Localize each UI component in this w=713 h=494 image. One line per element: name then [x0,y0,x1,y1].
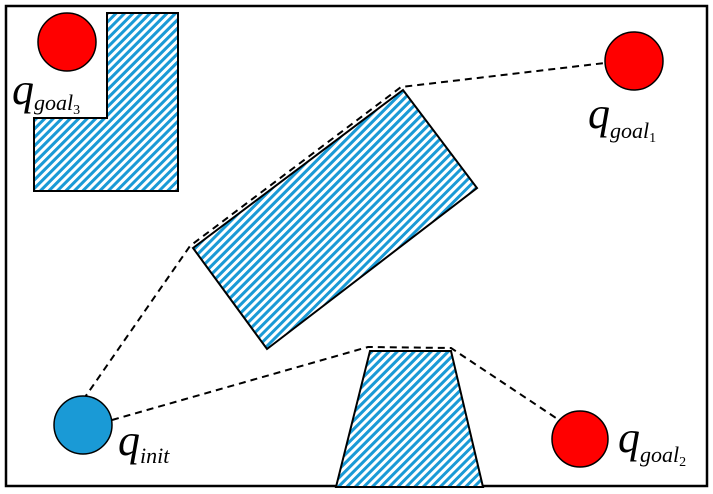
label-init: qinit [118,416,170,468]
init-circle [53,395,113,455]
obstacle-rotated-rectangle [191,88,479,351]
goal2-circle [551,410,609,468]
label-goal3: qgoal3 [12,65,80,118]
path-to-goal2 [111,345,557,421]
label-goal1: qgoal1 [588,89,656,146]
label-goal2: qgoal2 [618,413,686,470]
path-to-goal1 [82,62,606,401]
goal3-circle [37,12,97,72]
obstacle-trapezoid [334,350,485,488]
goal1-circle [604,31,664,91]
obstacle-l-shape [33,12,179,192]
